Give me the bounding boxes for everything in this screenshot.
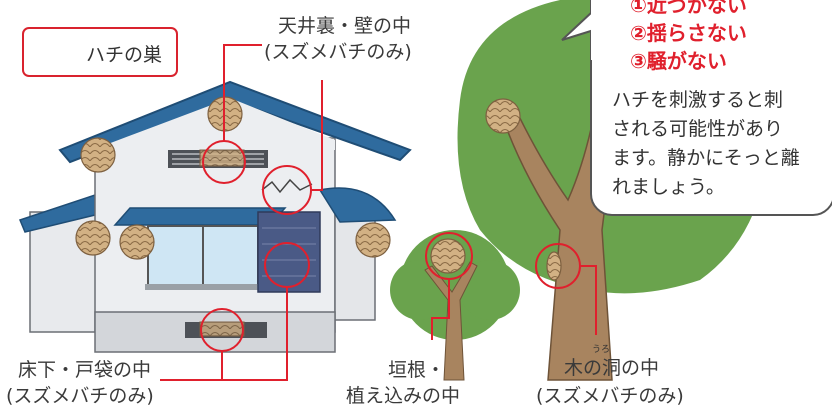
legend: ハチの巣 <box>22 27 178 77</box>
label-hollow-2: (スズメバチのみ) <box>536 385 684 407</box>
advice-line-3: ます。静かにそっと離 <box>612 147 800 169</box>
bubble-tail <box>561 0 596 60</box>
advice-rule-2: ②揺らさない <box>630 21 747 45</box>
legend-label: ハチの巣 <box>86 44 163 66</box>
advice-line-1: ハチを刺激すると刺 <box>612 89 784 111</box>
advice-rule-3: ③騒がない <box>630 49 727 73</box>
advice-rule-1: ①近づかない <box>630 0 747 17</box>
label-hollow-1: 木の洞の中 <box>564 357 660 379</box>
callouts <box>160 44 597 381</box>
label-hollow-ruby: うろ <box>592 345 611 355</box>
label-ceiling-1: 天井裏・壁の中 <box>278 15 412 37</box>
label-hedge-1: 垣根・ <box>388 359 446 381</box>
label-underfloor-2: (スズメバチのみ) <box>6 385 154 407</box>
advice-text: ハチを刺激すると刺 される可能性があり ます。静かにそっと離 れましょう。 <box>612 86 832 202</box>
advice-line-4: れましょう。 <box>612 176 725 198</box>
label-underfloor-1: 床下・戸袋の中 <box>18 359 152 381</box>
advice-line-2: される可能性があり <box>612 118 784 140</box>
advice-bubble <box>590 0 832 216</box>
label-ceiling-2: (スズメバチのみ) <box>264 41 412 63</box>
label-hedge-2: 植え込みの中 <box>346 385 461 407</box>
